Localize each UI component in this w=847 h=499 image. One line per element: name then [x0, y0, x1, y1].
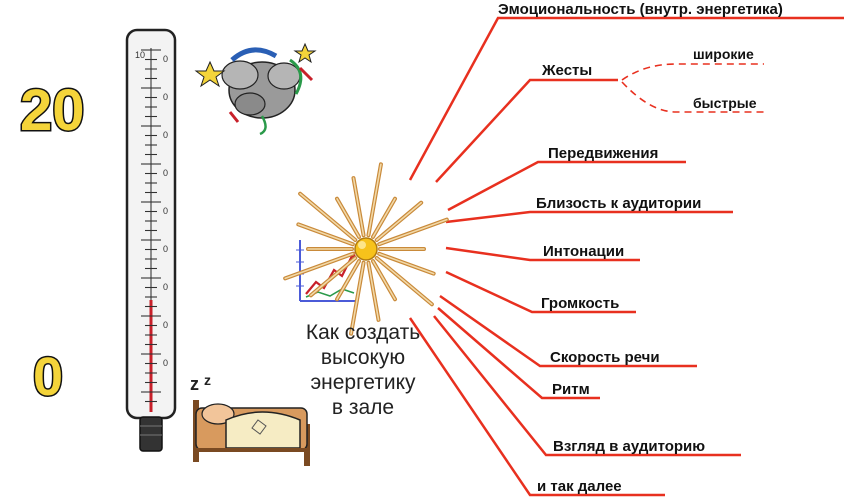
thermometer-tick-label: 10: [135, 50, 145, 60]
thermometer-bulb: [140, 417, 162, 451]
thermometer-tick-label: 0: [163, 206, 168, 216]
svg-text:z: z: [190, 374, 199, 394]
thermometer-tick-label: 0: [163, 244, 168, 254]
branch-label-intonation: Интонации: [543, 243, 624, 260]
thermometer-tick-label: 0: [163, 358, 168, 368]
sun-ray: [337, 199, 359, 237]
scale-label-top: 20: [20, 78, 85, 143]
branch-label-speech-rate: Скорость речи: [550, 349, 660, 366]
branch-lines: [410, 18, 844, 495]
central-topic-line: в зале: [288, 395, 438, 420]
thermometer: 10 0 0 0 0 0 0 0 0 0: [127, 30, 175, 451]
sun-ray: [373, 261, 395, 299]
branch-label-volume: Громкость: [541, 295, 619, 312]
thermometer-tick-label: 0: [163, 168, 168, 178]
central-topic-line: энергетику: [288, 370, 438, 395]
scale-label-bottom: 0: [33, 347, 63, 407]
branch-label-eye-contact: Взгляд в аудиторию: [553, 438, 705, 455]
branch-label-and-so-on: и так далее: [537, 478, 622, 495]
central-topic-line: высокую: [288, 345, 438, 370]
storm-cloud-icon: [196, 44, 315, 134]
branch-label-proximity: Близость к аудитории: [536, 195, 701, 212]
thermometer-tick-label: 0: [163, 54, 168, 64]
branch-label-gestures: Жесты: [541, 62, 592, 79]
branch-label-emotionality: Эмоциональность (внутр. энергетика): [498, 1, 783, 18]
sun-ray: [337, 261, 359, 299]
sun-ray: [379, 254, 434, 274]
sub-branch-label-wide: широкие: [693, 46, 754, 62]
branch-label-movement: Передвижения: [548, 145, 658, 162]
central-topic: Как создать высокую энергетику в зале: [288, 320, 438, 420]
thermometer-tick-label: 0: [163, 320, 168, 330]
thermometer-tick-label: 0: [163, 92, 168, 102]
radiant-sun-icon: [285, 164, 447, 333]
sub-branch-label-fast: быстрые: [693, 95, 757, 111]
svg-text:z: z: [204, 372, 211, 388]
sun-ray: [373, 199, 395, 237]
sun-ray: [298, 224, 353, 244]
central-topic-line: Как создать: [288, 320, 438, 345]
thermometer-tick-label: 0: [163, 130, 168, 140]
thermometer-tick-label: 0: [163, 282, 168, 292]
branch-label-rhythm: Ритм: [552, 381, 590, 398]
